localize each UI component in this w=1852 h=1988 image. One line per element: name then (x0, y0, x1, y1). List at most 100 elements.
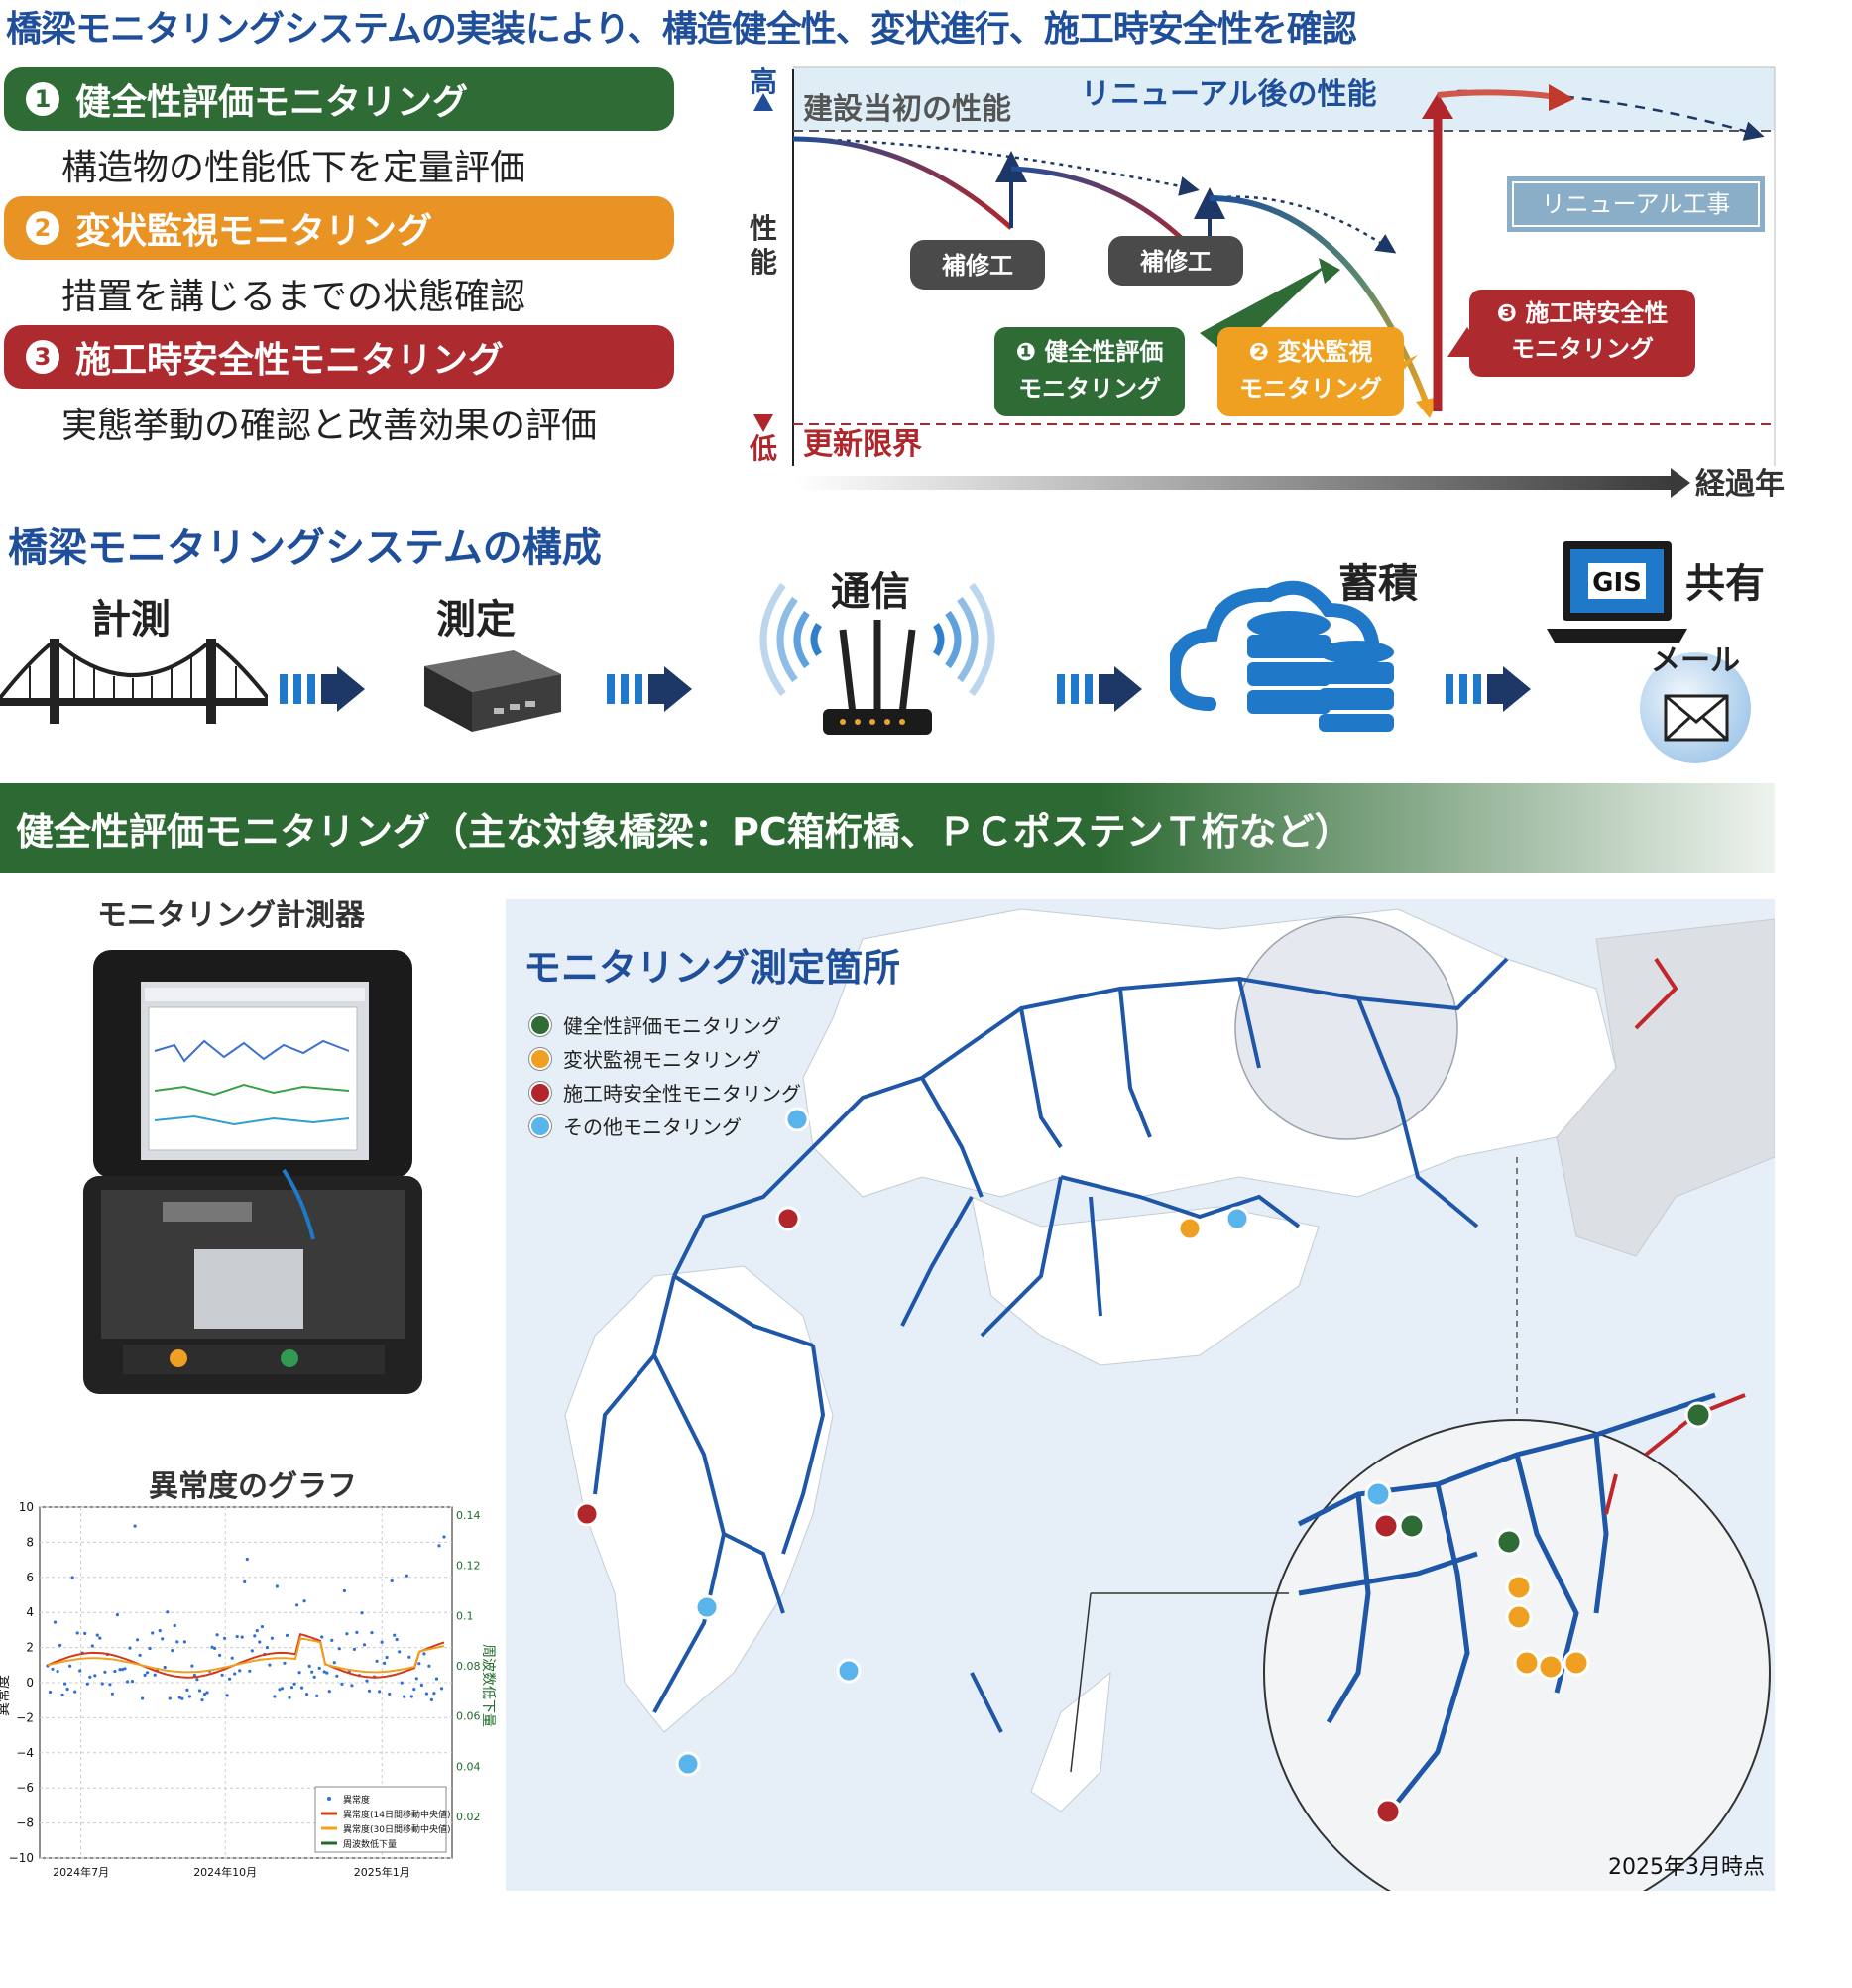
pill-description: 構造物の性能低下を定量評価 (61, 148, 526, 188)
anomaly-point (48, 1690, 53, 1695)
suspension-bridge-icon (0, 639, 268, 724)
anomaly-point (395, 1637, 399, 1642)
legend-swatch (327, 1797, 331, 1801)
anomaly-point (248, 1669, 252, 1673)
anomaly-point (407, 1655, 411, 1659)
anomaly-point (180, 1696, 184, 1700)
anomaly-point (398, 1650, 402, 1654)
anomaly-point (65, 1687, 69, 1692)
anomaly-point (128, 1646, 132, 1650)
anomaly-point (260, 1625, 264, 1629)
anomaly-point (315, 1694, 319, 1697)
mail-icon: メール (1640, 643, 1751, 763)
renewal-work-label: リニューアル工事 (1542, 190, 1731, 218)
y-tick-label: −6 (16, 1781, 34, 1795)
anomaly-point (350, 1684, 354, 1688)
anomaly-point (442, 1535, 446, 1539)
legend-label: 変状監視モニタリング (563, 1048, 761, 1072)
anomaly-point (141, 1696, 145, 1700)
anomaly-point (163, 1665, 167, 1670)
anomaly-point (100, 1682, 104, 1686)
anomaly-point (302, 1599, 306, 1603)
anomaly-point (258, 1640, 262, 1644)
anomaly-point (173, 1623, 176, 1628)
anomaly-point (285, 1633, 289, 1637)
pill-label: 施工時安全性モニタリング (75, 340, 505, 381)
anomaly-point (437, 1544, 441, 1548)
anomaly-point (230, 1656, 234, 1660)
step-storage-label: 蓄積 (1338, 561, 1418, 607)
anomaly-point (93, 1674, 97, 1678)
pill-description: 実態挙動の確認と改善効果の評価 (61, 406, 598, 446)
anomaly-point (427, 1664, 431, 1668)
anomaly-point (342, 1588, 346, 1593)
anomaly-point (223, 1636, 227, 1640)
anomaly-point (123, 1667, 127, 1671)
anomaly-point (255, 1629, 259, 1633)
anomaly-point (171, 1649, 174, 1653)
anomaly-point (360, 1611, 364, 1615)
y-high-label: 高 (750, 65, 777, 98)
anomaly-point (322, 1670, 326, 1674)
anomaly-point (110, 1692, 114, 1696)
legend-dot (529, 1081, 551, 1104)
legend-label: 施工時安全性モニタリング (563, 1082, 801, 1106)
anomaly-point (175, 1640, 179, 1644)
anomaly-point (143, 1673, 147, 1677)
anomaly-point (300, 1686, 304, 1690)
date-note: 2025年3月時点 (1608, 1855, 1765, 1880)
anomaly-point (218, 1653, 222, 1657)
pill-description: 措置を講じるまでの状態確認 (61, 277, 526, 317)
anomaly-point (419, 1683, 423, 1688)
anomaly-point (228, 1677, 232, 1681)
anomaly-point (215, 1633, 219, 1637)
x-tick-label: 2024年7月 (53, 1865, 109, 1879)
anomaly-point (297, 1671, 301, 1675)
anomaly-point (409, 1695, 413, 1698)
legend-box (314, 1786, 447, 1853)
anomaly-point (393, 1633, 397, 1637)
anomaly-point (275, 1584, 279, 1588)
graph-label: 異常度のグラフ (149, 1469, 357, 1504)
anomaly-point (337, 1647, 341, 1651)
legend-label: 異常度(14日間移動中央値) (343, 1809, 450, 1820)
anomaly-point (330, 1638, 334, 1642)
section-banner: 健全性評価モニタリング（主な対象橋梁：PC箱桁橋、ＰＣポステンＴ桁など） (0, 783, 1775, 873)
y2-tick-label: 0.06 (456, 1710, 481, 1723)
anomaly-point (289, 1686, 294, 1690)
y2-tick-label: 0.08 (456, 1660, 481, 1673)
y2-tick-label: 0.12 (456, 1560, 481, 1573)
anomaly-point (200, 1698, 204, 1702)
anomaly-point (63, 1682, 67, 1686)
legend-dot (529, 1013, 551, 1036)
number-badge: 3 (26, 340, 59, 374)
x-axis-label: 経過年数 (1695, 467, 1785, 502)
anomaly-point (133, 1524, 137, 1528)
anomaly-point (85, 1682, 89, 1686)
anomaly-point (190, 1664, 194, 1668)
y2-axis-title: 周波数低下量 (480, 1644, 496, 1727)
anomaly-point (355, 1630, 359, 1634)
flow-arrow-icon (280, 666, 365, 712)
legend-label: その他モニタリング (563, 1115, 742, 1139)
anomaly-point (439, 1687, 444, 1691)
step-share-label: 共有 (1685, 561, 1765, 607)
anomaly-chart: 1086420−2−4−6−8−100.140.120.10.080.060.0… (0, 1500, 496, 1879)
anomaly-point (68, 1664, 72, 1668)
y-axis-title: 異常度 (0, 1675, 12, 1716)
page-title: 橋梁モニタリングシステムの実装により、構造健全性、変状進行、施工時安全性を確認 (6, 9, 1357, 50)
anomaly-point (307, 1664, 311, 1668)
anomaly-point (233, 1672, 237, 1676)
anomaly-point (168, 1696, 172, 1700)
anomaly-point (265, 1646, 269, 1650)
anomaly-point (268, 1663, 272, 1667)
badge-construction-line1: ❸ 施工時安全性 (1497, 299, 1669, 327)
anomaly-point (405, 1574, 408, 1578)
anomaly-point (340, 1682, 344, 1686)
anomaly-point (380, 1640, 384, 1644)
anomaly-point (320, 1635, 324, 1639)
anomaly-point (153, 1673, 157, 1677)
legend-item: 施工時安全性モニタリング (529, 1078, 801, 1107)
anomaly-point (88, 1675, 92, 1679)
legend-label: 健全性評価モニタリング (563, 1014, 781, 1038)
